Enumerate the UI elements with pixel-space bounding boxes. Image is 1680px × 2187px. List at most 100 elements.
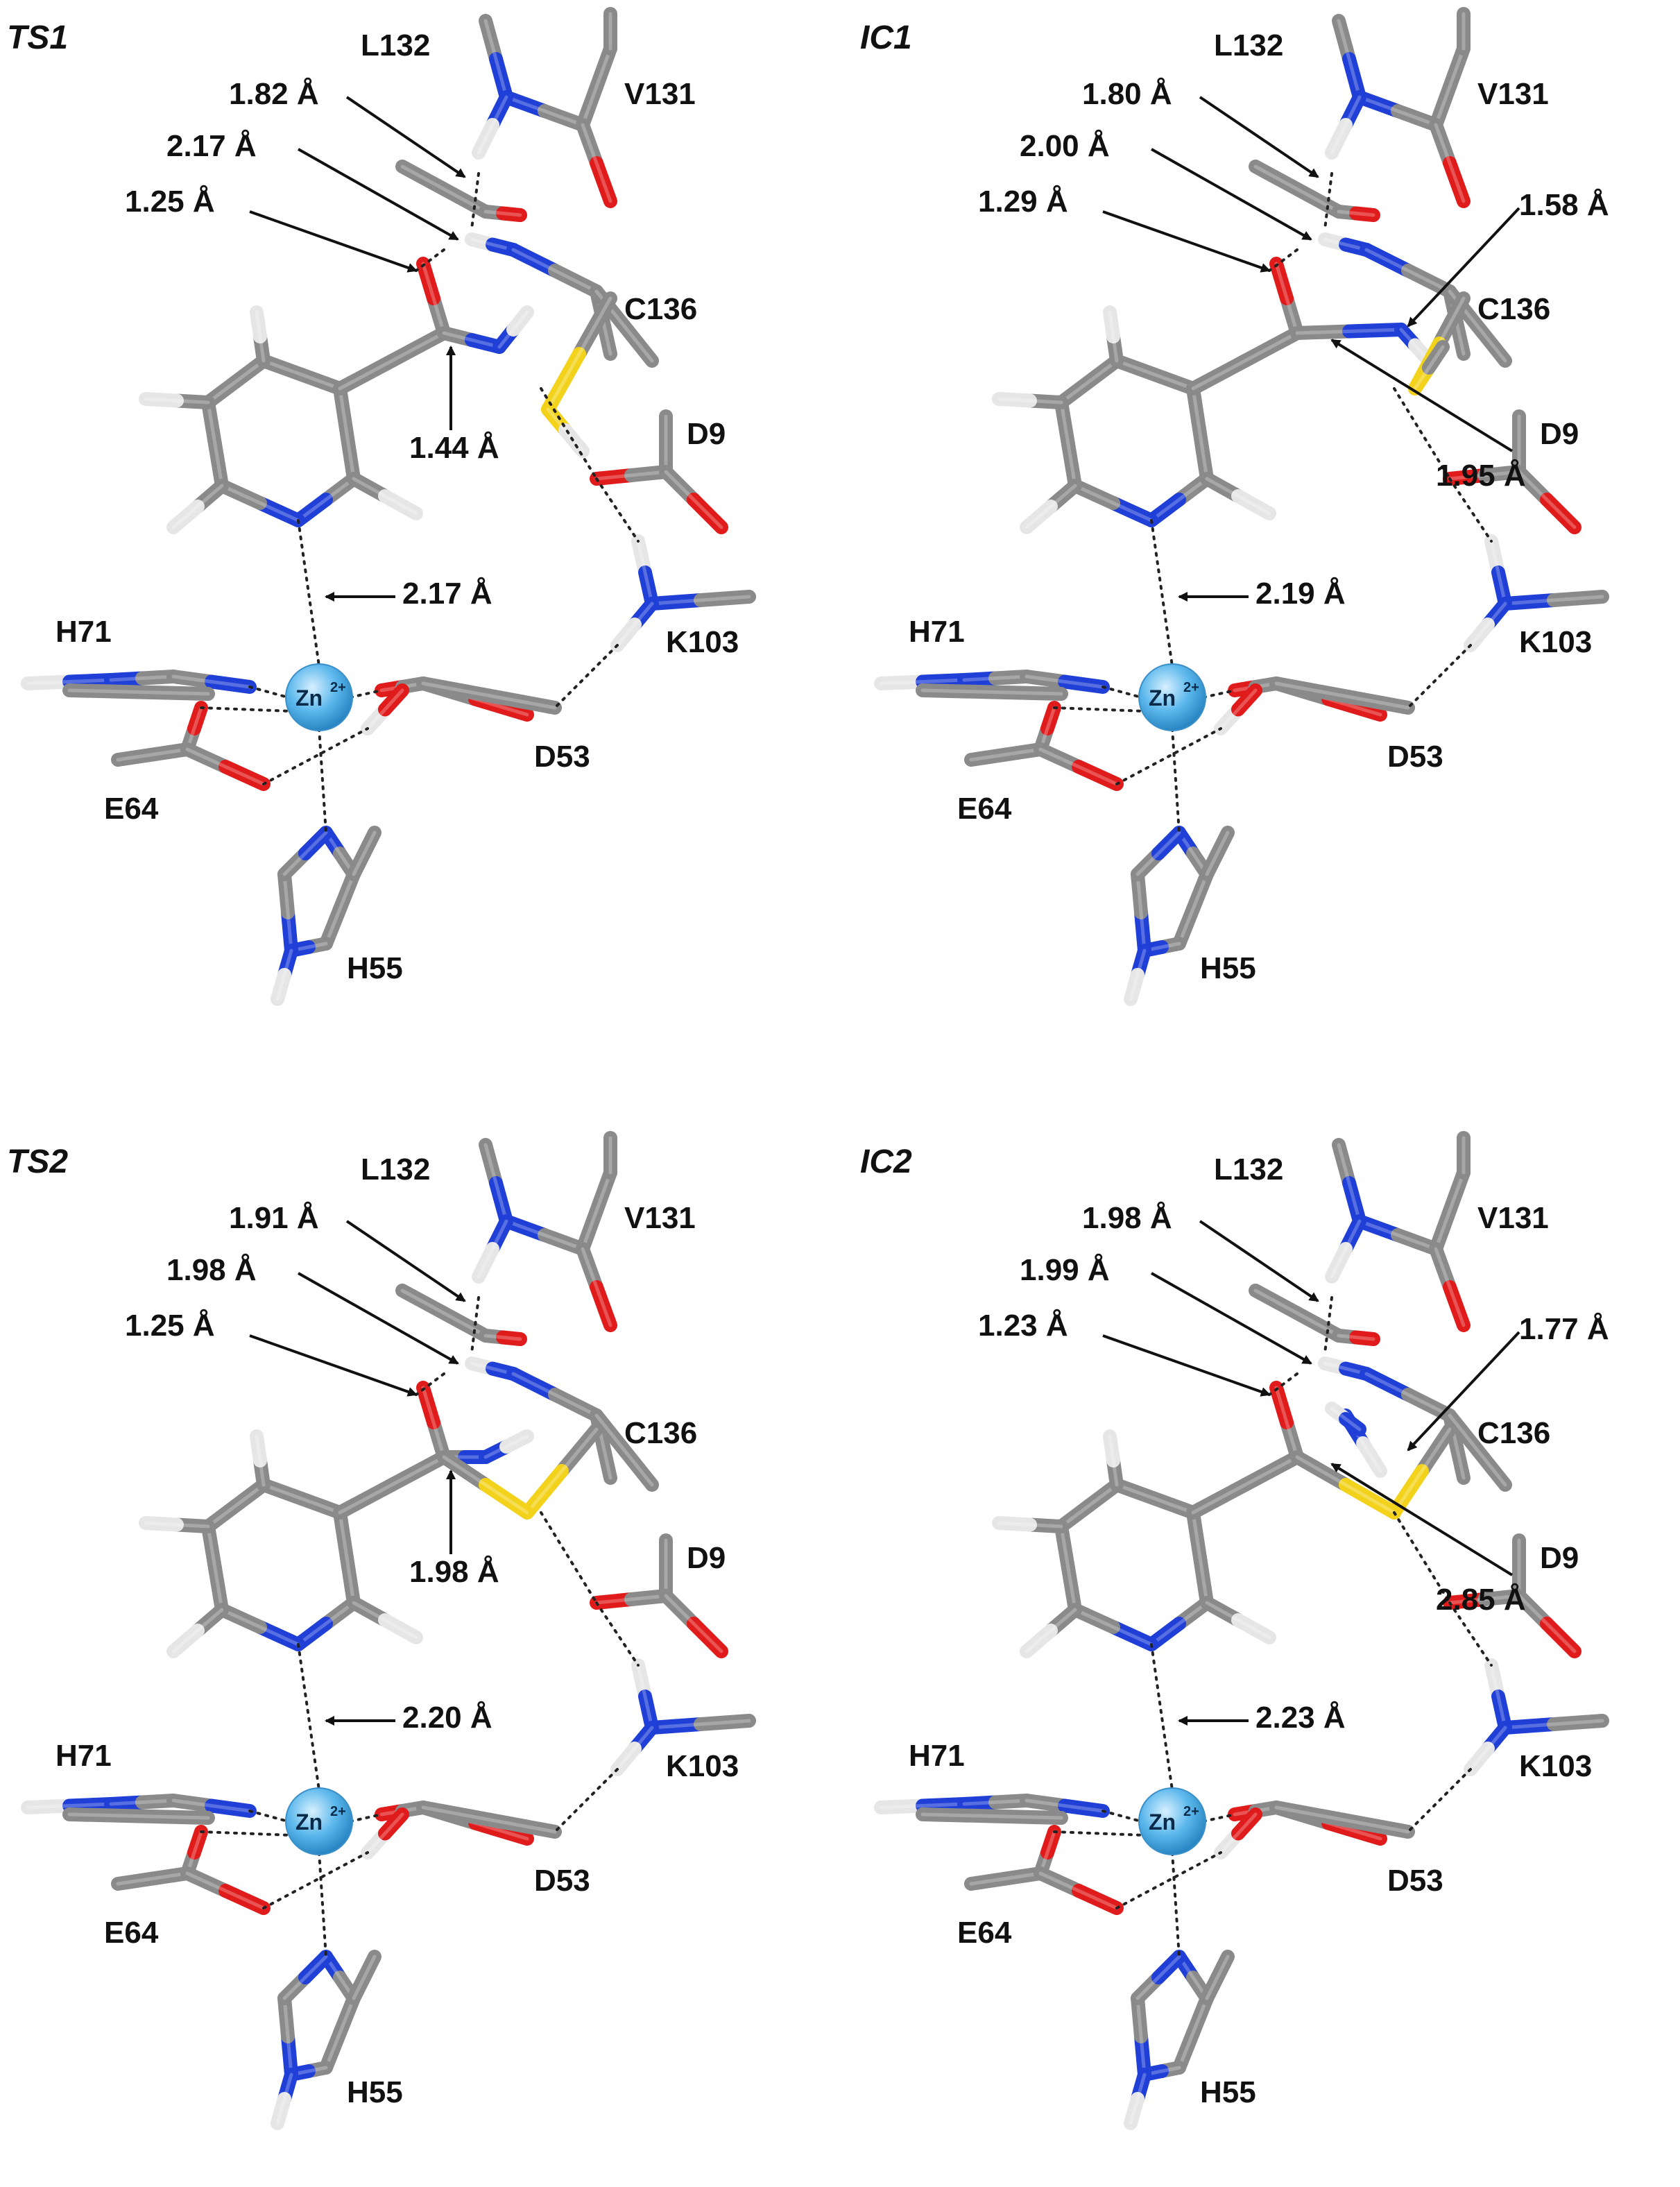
zinc-charge: 2+ — [330, 1804, 346, 1819]
coordination-pyridine — [297, 1643, 320, 1792]
distance-arrow — [1102, 210, 1271, 273]
ring-h-bond — [992, 1516, 1037, 1532]
h71-bond — [62, 1797, 118, 1813]
bond-highlight — [1253, 164, 1341, 214]
e64-bond — [218, 760, 271, 791]
distance-arrow — [1199, 1220, 1319, 1302]
hbond-carbonyl — [415, 1372, 445, 1396]
bond-highlight — [1274, 1386, 1299, 1459]
d53-bond — [378, 683, 409, 717]
h71-bond — [1058, 1798, 1110, 1818]
d53-bond — [416, 1801, 496, 1827]
bond-highlight — [1434, 123, 1466, 203]
distance-arrow — [1330, 1463, 1514, 1576]
distance-label: 1.77 Å — [1519, 1312, 1609, 1346]
bond-highlight — [324, 1996, 356, 2070]
bond-highlight — [1025, 484, 1077, 529]
coordination-h71 — [248, 686, 289, 699]
coordination-d53 — [349, 689, 383, 699]
d9-bond — [687, 493, 728, 534]
bond-highlight — [1038, 1871, 1119, 1910]
residue-label-d53: D53 — [1387, 1864, 1443, 1898]
carbonyl-bond — [1269, 1381, 1294, 1429]
bond-highlight — [477, 95, 508, 155]
bond-highlight — [1205, 831, 1230, 876]
k103-bond — [645, 593, 708, 611]
bond-highlight — [1434, 1247, 1466, 1327]
distance-label: 2.17 Å — [402, 577, 492, 611]
bond-highlight — [116, 747, 189, 762]
bond-highlight — [1038, 747, 1119, 786]
c136-bond — [496, 1330, 527, 1346]
distance-arrow — [345, 96, 466, 178]
k103-bond — [1547, 1714, 1609, 1731]
pyridine-ring-bond — [1054, 395, 1075, 451]
coordination-e64 — [200, 706, 293, 713]
bond-highlight — [1448, 1413, 1507, 1487]
e64-bond — [1040, 701, 1061, 735]
residue-label-d9: D9 — [687, 1541, 726, 1575]
bond-highlight — [1177, 831, 1209, 876]
distance-label: 1.91 Å — [229, 1201, 319, 1235]
h71-bond — [916, 1797, 971, 1813]
bond-highlight — [338, 1455, 446, 1515]
ring-h-bond — [1020, 1624, 1058, 1658]
k103-bond — [694, 1714, 756, 1731]
bond-highlight — [421, 681, 557, 710]
bond-highlight — [1219, 688, 1258, 731]
bond-highlight — [636, 539, 654, 606]
hbond-top — [1323, 172, 1333, 230]
bond-highlight — [483, 1434, 529, 1459]
pyridine-ring-bond — [1061, 437, 1082, 493]
bond-highlight — [366, 688, 404, 731]
hbond-s-d9 — [1393, 387, 1451, 480]
bond-highlight — [1073, 484, 1154, 522]
amide-bond — [333, 1478, 399, 1520]
residue-label-l132: L132 — [1214, 28, 1283, 62]
bond-highlight — [581, 123, 612, 203]
bond-highlight — [282, 1996, 293, 2077]
pyridine-ring-bond — [1186, 1506, 1207, 1565]
hbond-top — [1323, 1296, 1333, 1354]
k103-bond — [610, 618, 642, 652]
bond-highlight — [1135, 872, 1147, 953]
distance-label: 2.17 Å — [166, 129, 257, 163]
bond-highlight — [1038, 1830, 1056, 1875]
pyridine-ring-bond — [201, 395, 222, 451]
h71-bond — [62, 683, 146, 699]
bond-highlight — [206, 1524, 224, 1612]
pyridine-ring-bond — [1106, 1620, 1158, 1651]
residue-label-d53: D53 — [534, 1864, 590, 1898]
h55-ring-bond — [1151, 1950, 1186, 1984]
zinc-label: Zn — [1149, 1810, 1176, 1835]
ring-h-bond — [992, 392, 1037, 408]
e64-bond — [1072, 1884, 1124, 1915]
ring-h-bond — [139, 1516, 184, 1532]
residue-label-c136: C136 — [624, 292, 697, 326]
zinc-ion — [285, 663, 353, 731]
bond-highlight — [483, 19, 508, 99]
bond-highlight — [1059, 1524, 1077, 1612]
residue-label-l132: L132 — [361, 1152, 430, 1186]
e64-bond — [1034, 1866, 1086, 1898]
bond-highlight — [1073, 1608, 1154, 1646]
coordination-pyridine — [297, 519, 320, 667]
bond-highlight — [144, 1521, 210, 1529]
c136-bond — [1360, 243, 1415, 278]
residue-label-e64: E64 — [957, 792, 1012, 826]
amide-bond — [1238, 326, 1304, 368]
distance-label: 1.80 Å — [1082, 77, 1172, 111]
h71-bond — [916, 683, 999, 699]
bond-highlight — [1295, 1455, 1396, 1515]
nh3-bond — [1339, 1412, 1366, 1436]
c136-bond — [1360, 1367, 1415, 1402]
pyridine-ring-bond — [1068, 1603, 1120, 1634]
zinc-label: Zn — [295, 686, 323, 710]
cys-bond — [541, 347, 586, 416]
bond-highlight — [483, 1143, 508, 1223]
residue-label-d9: D9 — [687, 417, 726, 451]
c136-bond — [1450, 316, 1471, 361]
k103-bond — [1547, 590, 1609, 607]
